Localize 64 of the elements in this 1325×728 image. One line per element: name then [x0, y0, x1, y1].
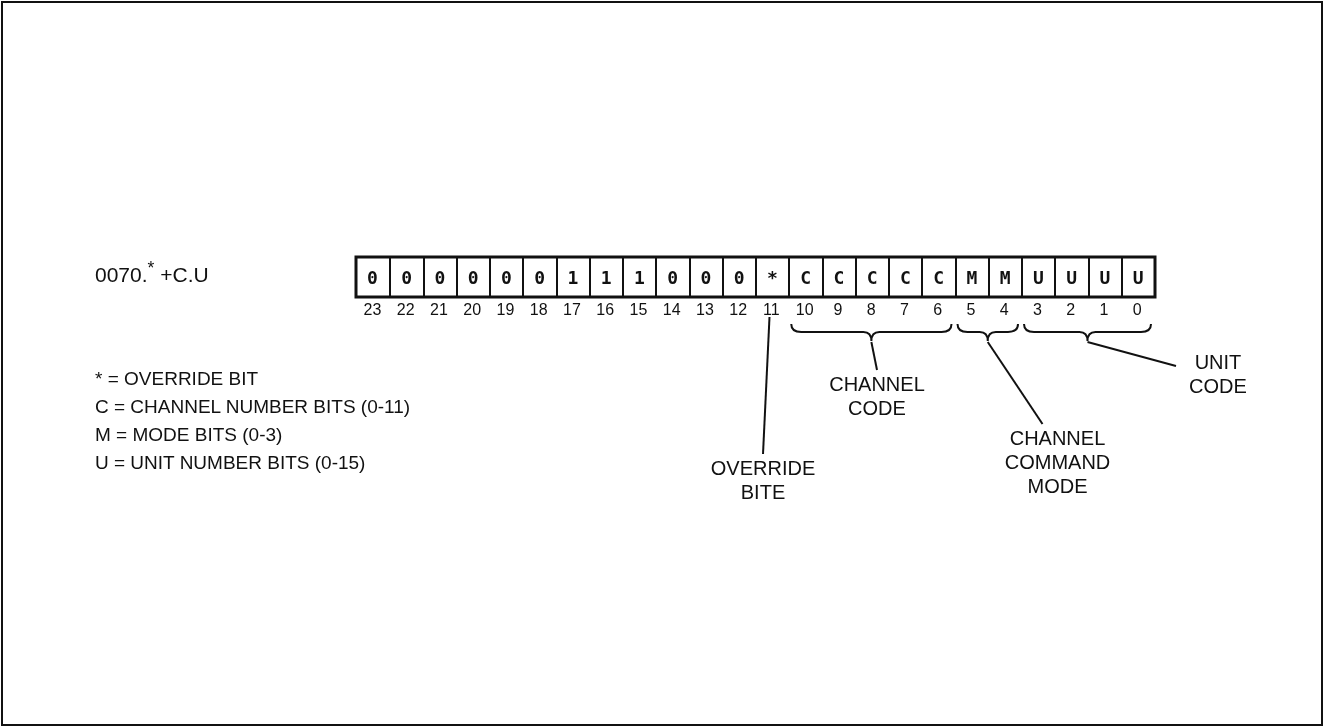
bit-cell: U — [1087, 257, 1121, 297]
bit-number: 8 — [866, 301, 876, 319]
bit-number: 5 — [966, 301, 976, 319]
bit-number: 10 — [795, 301, 814, 319]
bit-cell: C — [788, 257, 822, 297]
bit-cell: C — [821, 257, 855, 297]
bit-number: 12 — [729, 301, 748, 319]
bit-cell: 0 — [522, 257, 556, 297]
bit-number: 1 — [1099, 301, 1109, 319]
bit-cell: U — [1054, 257, 1088, 297]
bit-cell: 1 — [555, 257, 589, 297]
bit-cell-text: 0 — [366, 265, 379, 290]
bit-cell: C — [888, 257, 921, 297]
bit-cell: C — [854, 257, 888, 297]
bit-number: 3 — [1033, 301, 1042, 319]
bit-cell: 0 — [655, 257, 689, 297]
legend-entry: * = OVERRIDE BIT — [95, 368, 259, 390]
bit-number: 17 — [563, 301, 581, 319]
legend-entry: U = UNIT NUMBER BITS (0-15) — [95, 452, 366, 474]
bit-number: 9 — [833, 301, 843, 319]
bit-cell: M — [954, 257, 988, 297]
leader-line — [762, 316, 771, 455]
bit-cell: 0 — [455, 257, 489, 297]
bit-cell: 1 — [588, 257, 622, 297]
curly-brace — [790, 323, 953, 342]
bit-number: 19 — [496, 301, 515, 319]
legend-entry: C = CHANNEL NUMBER BITS (0-11) — [95, 396, 411, 418]
legend-entry: M = MODE BITS (0-3) — [95, 424, 283, 446]
callout-label: CHANNEL COMMAND MODE — [975, 426, 1140, 498]
curly-brace — [1023, 323, 1152, 342]
leader-line — [1086, 341, 1177, 367]
bit-number: 6 — [933, 301, 943, 319]
bit-cell: 0 — [389, 257, 423, 297]
bit-number: 0 — [1132, 301, 1142, 319]
bit-cell: 0 — [721, 257, 755, 297]
bit-number: 4 — [999, 301, 1009, 319]
curly-brace — [956, 323, 1019, 342]
bit-number: 18 — [529, 301, 548, 319]
bit-number: 15 — [629, 301, 648, 319]
bit-cell: 0 — [688, 257, 722, 297]
bit-number: 23 — [363, 301, 382, 319]
bit-cell: * — [755, 257, 788, 297]
leader-line — [986, 341, 1044, 425]
bit-cell: U — [1120, 257, 1154, 297]
bit-number: 2 — [1066, 301, 1076, 319]
bit-cell: C — [921, 257, 955, 297]
bit-cell: 1 — [622, 257, 655, 297]
callout-label: UNIT CODE — [1178, 350, 1258, 398]
bit-number: 11 — [763, 301, 780, 319]
callout-label: OVERRIDE BITE — [700, 456, 826, 504]
bit-cell: 0 — [422, 257, 456, 297]
bit-number: 13 — [696, 301, 714, 319]
callout-label: CHANNEL CODE — [807, 372, 947, 420]
bit-number: 21 — [430, 301, 448, 319]
bit-number: 16 — [596, 301, 615, 319]
register-name: 0070.$^{*}$ +C.U — [95, 258, 209, 287]
bit-cell: U — [1021, 257, 1054, 297]
bit-number: 20 — [463, 301, 482, 319]
bit-cell: M — [987, 257, 1021, 297]
bit-number: 7 — [900, 301, 909, 319]
bit-number: 22 — [396, 301, 415, 319]
leader-line — [870, 341, 878, 371]
bit-cell: 0 — [489, 257, 522, 297]
bit-number: 14 — [662, 301, 681, 319]
